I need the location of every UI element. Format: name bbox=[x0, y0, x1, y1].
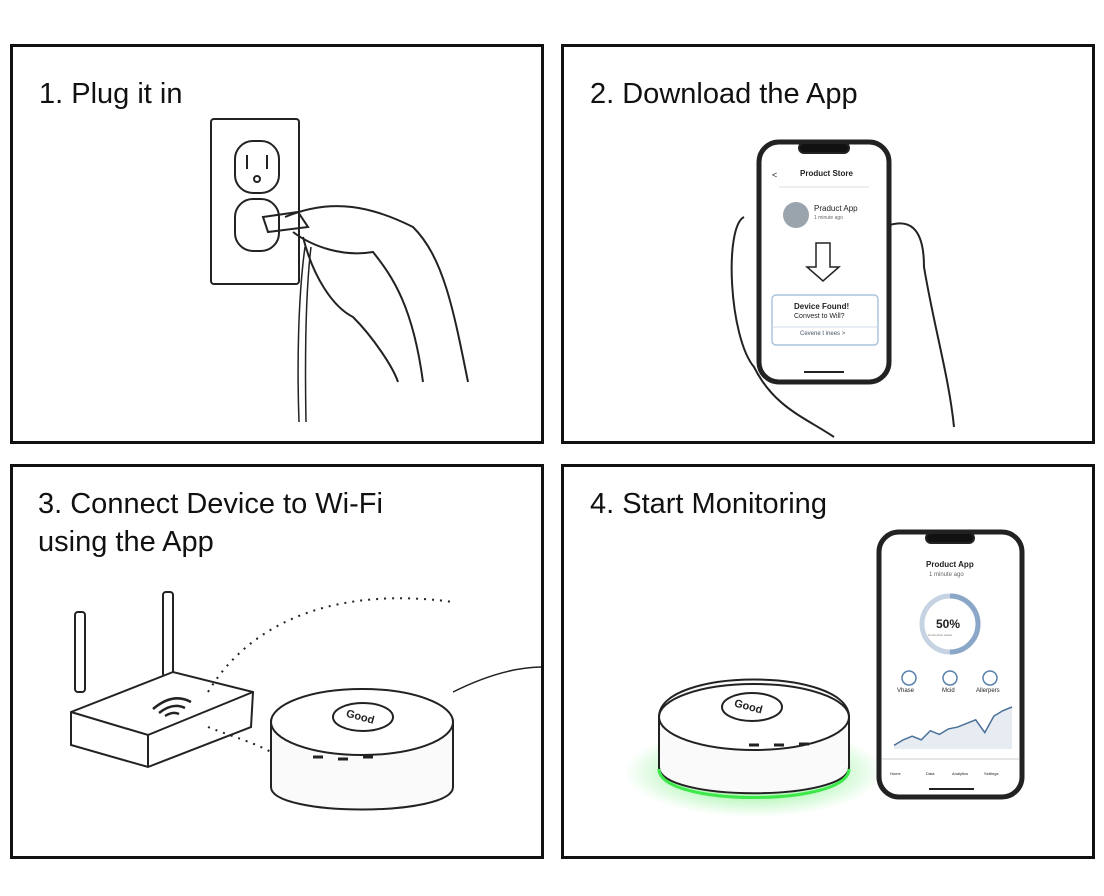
device-found-action[interactable]: Cevene t inees > bbox=[800, 331, 846, 337]
device-found-title: Device Found! bbox=[794, 302, 850, 311]
device-found-sub[interactable]: Convest to Will? bbox=[794, 313, 845, 320]
metric-label[interactable]: Mcid bbox=[942, 688, 955, 694]
router bbox=[70, 670, 255, 769]
tab-data[interactable]: Data bbox=[926, 771, 935, 776]
metric-label[interactable]: Vhase bbox=[897, 688, 915, 694]
monitoring-illustration: Good bbox=[624, 529, 1025, 817]
step-title: 2. Download the App bbox=[590, 78, 858, 110]
app-header: Product App bbox=[926, 560, 974, 569]
plug-in-illustration bbox=[210, 118, 469, 423]
tab-settings[interactable]: Settings bbox=[984, 771, 999, 776]
step-4-panel: 4. Start Monitoring Good Product App 1 m… bbox=[561, 464, 1095, 859]
router-antenna bbox=[74, 611, 86, 693]
wifi-icon bbox=[152, 697, 192, 718]
app-sub: 1 minute ago bbox=[814, 215, 843, 221]
chart-line bbox=[893, 706, 1013, 746]
step-2-panel: 2. Download the App < Product Store Prad… bbox=[561, 44, 1095, 444]
app-sub: 1 minute ago bbox=[929, 572, 964, 578]
store-header: Product Store bbox=[800, 169, 853, 178]
app-logo-icon bbox=[783, 202, 809, 228]
app-name: Praduct App bbox=[814, 204, 858, 213]
phone-hand-illustration: < bbox=[730, 139, 955, 438]
svg-text:<: < bbox=[772, 170, 777, 180]
wall-outlet-plate bbox=[210, 118, 300, 285]
phone bbox=[756, 139, 892, 385]
step-title: 1. Plug it in bbox=[39, 78, 183, 110]
trend-chart bbox=[893, 706, 1013, 749]
tab-home[interactable]: Home bbox=[890, 771, 901, 776]
metric-label[interactable]: Allerpers bbox=[976, 688, 1000, 694]
download-arrow-icon bbox=[805, 242, 841, 282]
step-1-panel: 1. Plug it in bbox=[10, 44, 544, 444]
gauge-caption: Connection status bbox=[928, 633, 953, 637]
plug bbox=[261, 210, 310, 234]
gauge-value: 50% bbox=[936, 617, 961, 631]
step-title: 3. Connect Device to Wi-Fi using the App bbox=[38, 488, 383, 558]
tab-analytics[interactable]: Analytics bbox=[952, 771, 969, 776]
step-3-panel: 3. Connect Device to Wi-Fi using the App… bbox=[10, 464, 544, 859]
gauge-fill bbox=[919, 593, 981, 655]
router-device-illustration: Good bbox=[70, 591, 541, 811]
cord bbox=[297, 246, 306, 423]
step-title: 4. Start Monitoring bbox=[590, 488, 827, 520]
